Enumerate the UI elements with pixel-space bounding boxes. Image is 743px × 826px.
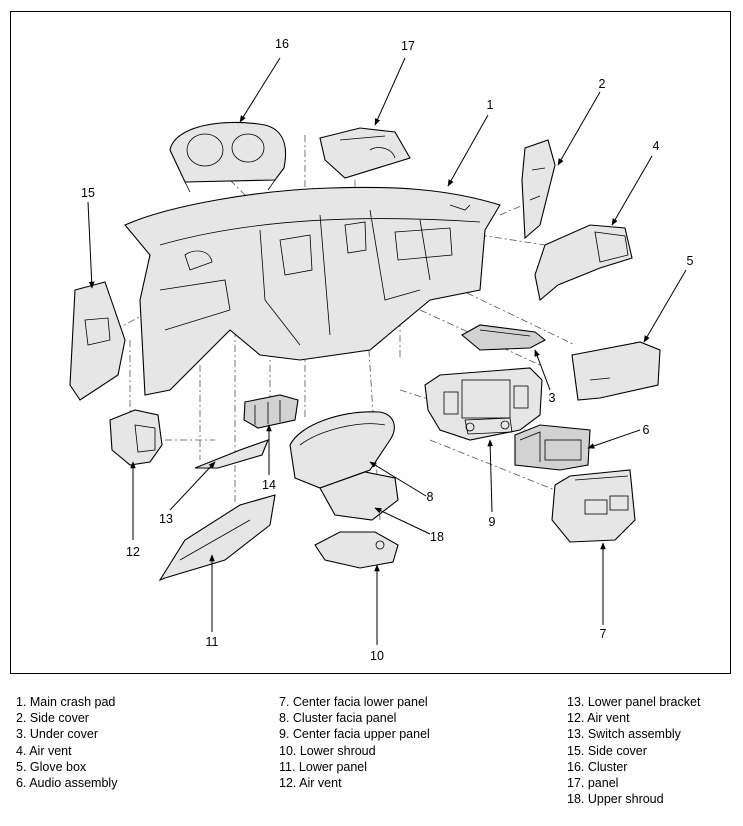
callout-9: 9 <box>489 515 496 529</box>
legend-item: 1. Main crash pad <box>16 695 116 709</box>
legend-item: 8. Cluster facia panel <box>279 711 397 726</box>
side-cover-right <box>521 139 556 240</box>
side-cover-left <box>69 281 126 401</box>
lower-shroud <box>314 531 399 569</box>
legend-item: 2. Side cover <box>16 711 89 726</box>
legend-column-2: 7. Center facia lower panel 8. Cluster f… <box>279 694 430 791</box>
leader-lines <box>87 57 687 645</box>
legend-item: 16. Cluster <box>567 759 628 774</box>
main-crash-pad <box>124 186 501 396</box>
glove-box <box>571 341 661 401</box>
cluster-facia-panel <box>289 411 395 489</box>
callout-6: 6 <box>643 423 650 437</box>
legend-item: 3. Under cover <box>16 727 98 742</box>
under-cover <box>461 324 546 351</box>
center-facia-upper-panel <box>424 367 543 441</box>
callout-4: 4 <box>653 139 660 153</box>
legend-item: 11. Lower panel <box>279 759 368 774</box>
callout-15: 15 <box>81 186 95 200</box>
cluster <box>169 121 287 193</box>
callout-1: 1 <box>487 98 494 112</box>
callout-10: 10 <box>370 649 384 663</box>
legend-item: 15. Side cover <box>567 743 647 758</box>
legend-column-3: 13. Lower panel bracket 12. Air vent 13.… <box>567 694 700 807</box>
exploded-view-diagram: 16 17 1 2 4 15 5 3 6 9 8 18 10 7 11 12 1… <box>69 37 694 663</box>
air-vent-left <box>109 409 163 466</box>
legend-item: 13. Switch assembly <box>567 727 681 742</box>
legend-item: 5. Glove box <box>16 759 87 774</box>
lower-panel-bracket <box>194 439 269 469</box>
legend-item: 12. Air vent <box>567 711 630 726</box>
legend-item: 12. Air vent <box>279 776 342 791</box>
lower-panel <box>158 494 276 582</box>
callout-18: 18 <box>430 530 444 544</box>
callout-numbers: 16 17 1 2 4 15 5 3 6 9 8 18 10 7 11 12 1… <box>81 37 693 663</box>
callout-8: 8 <box>427 490 434 504</box>
callout-16: 16 <box>275 37 289 51</box>
legend-item: 7. Center facia lower panel <box>279 695 428 709</box>
switch-assembly <box>243 394 299 429</box>
legend-item: 9. Center facia upper panel <box>279 727 430 742</box>
center-facia-lower-panel <box>551 469 636 543</box>
legend-item: 4. Air vent <box>16 743 72 758</box>
callout-12: 12 <box>126 545 140 559</box>
callout-5: 5 <box>687 254 694 268</box>
panel <box>319 127 411 179</box>
legend-item: 13. Lower panel bracket <box>567 695 701 709</box>
legend-item: 10. Lower shroud <box>279 743 376 758</box>
air-vent-right <box>534 224 633 302</box>
callout-3: 3 <box>549 391 556 405</box>
callout-7: 7 <box>600 627 607 641</box>
legend-item: 18. Upper shroud <box>567 792 664 807</box>
audio-assembly <box>514 424 591 471</box>
legend-column-1: 1. Main crash pad 2. Side cover 3. Under… <box>16 694 117 791</box>
callout-17: 17 <box>401 39 415 53</box>
callout-13: 13 <box>159 512 173 526</box>
legend-item: 6. Audio assembly <box>16 776 118 791</box>
callout-14: 14 <box>262 478 276 492</box>
callout-11: 11 <box>206 635 219 649</box>
callout-2: 2 <box>599 77 606 91</box>
legend-item: 17. panel <box>567 776 619 791</box>
